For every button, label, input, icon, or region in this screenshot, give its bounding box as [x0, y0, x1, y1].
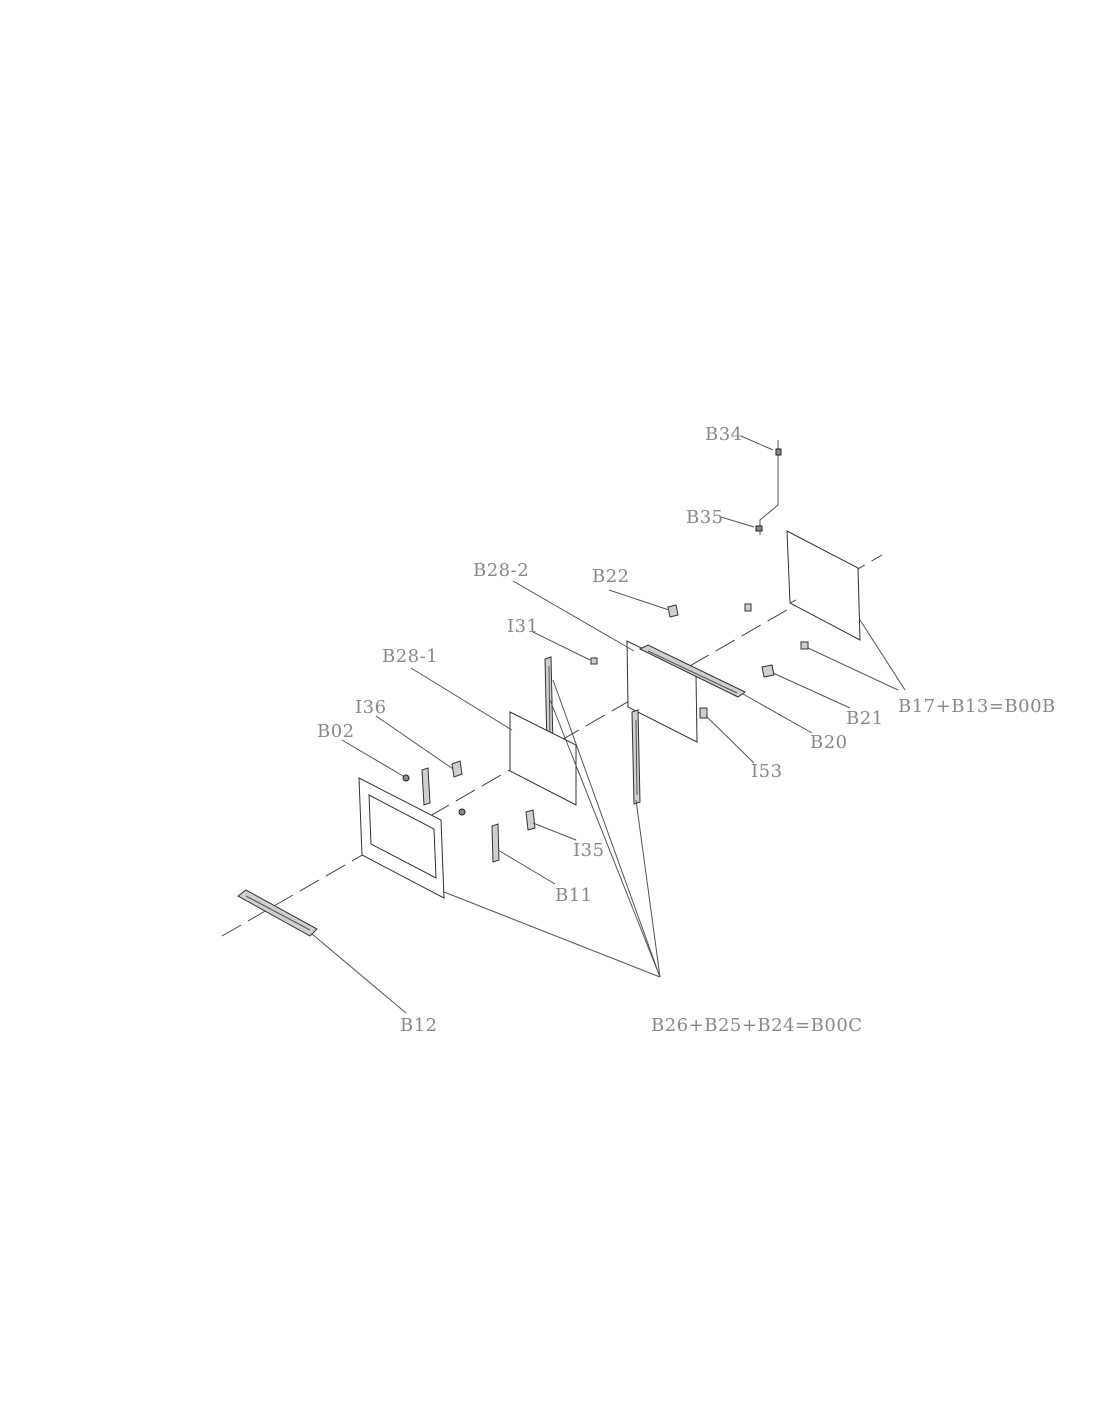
part-small-clips — [744, 603, 809, 650]
part-i31-hinge — [544, 656, 598, 748]
part-b12-handle — [237, 889, 318, 937]
label-group-b00c: B26+B25+B24=B00C — [651, 1015, 863, 1036]
label-b20: B20 — [810, 732, 848, 753]
part-b34-b35-wire — [755, 440, 782, 535]
part-b02 — [402, 774, 466, 816]
part-b22 — [667, 604, 679, 618]
part-right-hinge — [631, 709, 641, 805]
label-i31: I31 — [507, 616, 539, 637]
label-b28-1: B28-1 — [382, 646, 438, 667]
label-b22: B22 — [592, 566, 630, 587]
part-b11 — [491, 823, 500, 863]
label-i35: I35 — [573, 840, 605, 861]
part-i35 — [525, 809, 536, 831]
label-b35: B35 — [686, 507, 724, 528]
label-i36: I36 — [355, 697, 387, 718]
label-b12: B12 — [400, 1015, 438, 1036]
label-group-b00b: B17+B13=B00B — [898, 696, 1056, 717]
label-b28-2: B28-2 — [473, 560, 529, 581]
part-i53 — [699, 707, 708, 719]
label-b34: B34 — [705, 424, 743, 445]
part-labels: B34 B35 B28-2 B22 I31 B28-1 I36 B02 B17+… — [317, 424, 1056, 1036]
part-b21 — [761, 664, 775, 678]
part-b17-b13-panel — [786, 530, 861, 641]
part-i36 — [451, 760, 463, 778]
label-i53: I53 — [751, 761, 783, 782]
label-b11: B11 — [555, 885, 593, 906]
part-front-door — [358, 777, 445, 899]
label-b02: B02 — [317, 721, 355, 742]
leader-lines — [311, 435, 906, 1014]
part-b28-1-glass — [509, 711, 577, 806]
part-b20-rail — [638, 644, 746, 698]
part-left-upright — [421, 767, 431, 806]
label-b21: B21 — [846, 708, 884, 729]
